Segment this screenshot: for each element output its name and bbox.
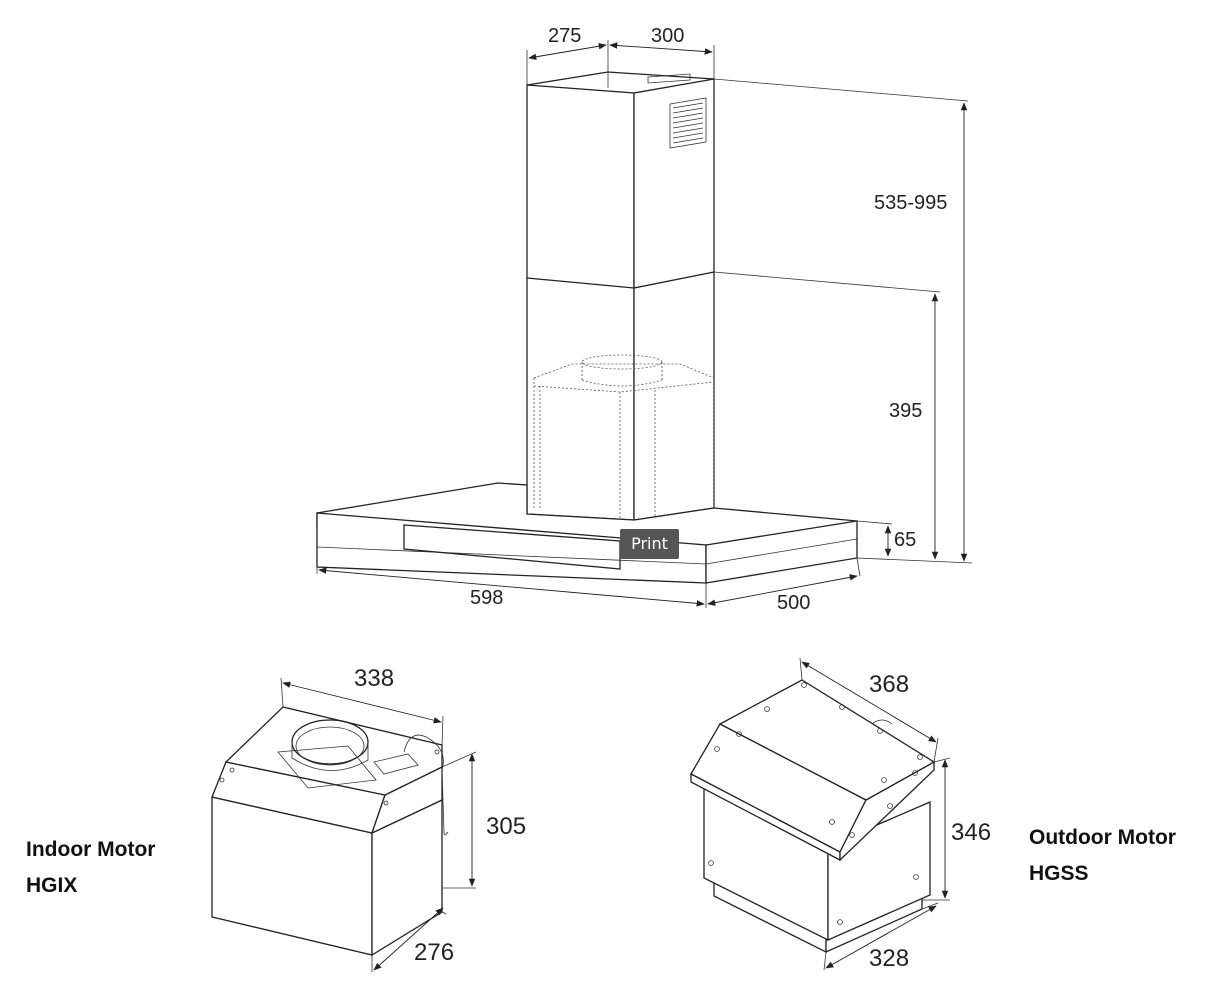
indoor-dim-depth-label: 276 bbox=[414, 939, 454, 966]
range-hood-drawing: 275 300 535-995 395 65 598 500 bbox=[316, 25, 973, 614]
dim-lower-height-label: 395 bbox=[889, 400, 922, 422]
outdoor-motor-model: HGSS bbox=[1029, 862, 1089, 885]
chimney-side-face bbox=[633, 78, 715, 521]
dim-chimney-width-label: 300 bbox=[651, 25, 684, 47]
indoor-motor-label: Indoor Motor HGIX bbox=[26, 832, 155, 904]
indoor-motor-model: HGIX bbox=[26, 874, 78, 897]
outdoor-dim-depth-label: 328 bbox=[869, 945, 909, 972]
indoor-motor-drawing: 338 305 276 bbox=[211, 665, 526, 972]
canopy bbox=[316, 482, 858, 584]
chimney-front-face bbox=[526, 84, 635, 521]
outdoor-dim-width-label: 368 bbox=[869, 671, 909, 698]
chimney-joint bbox=[526, 271, 715, 289]
dim-total-height-label: 535-995 bbox=[874, 192, 947, 214]
dim-depth-label: 500 bbox=[777, 592, 810, 614]
indoor-dim-height-label: 305 bbox=[486, 813, 526, 840]
outdoor-dim-height-label: 346 bbox=[951, 819, 991, 846]
vent-grille-icon bbox=[669, 97, 707, 149]
outdoor-motor-label: Outdoor Motor HGSS bbox=[1029, 820, 1176, 892]
print-tooltip[interactable]: Print bbox=[620, 529, 679, 559]
indoor-motor-title: Indoor Motor bbox=[26, 838, 156, 861]
outdoor-motor-drawing: 368 346 328 bbox=[690, 657, 991, 972]
dim-width-label: 598 bbox=[470, 587, 503, 609]
outdoor-motor-title: Outdoor Motor bbox=[1029, 826, 1176, 849]
inner-motor-housing bbox=[533, 354, 715, 518]
dim-chimney-depth-label: 275 bbox=[548, 25, 581, 47]
dim-canopy-thickness-label: 65 bbox=[894, 529, 916, 551]
indoor-dim-width-label: 338 bbox=[354, 665, 394, 692]
